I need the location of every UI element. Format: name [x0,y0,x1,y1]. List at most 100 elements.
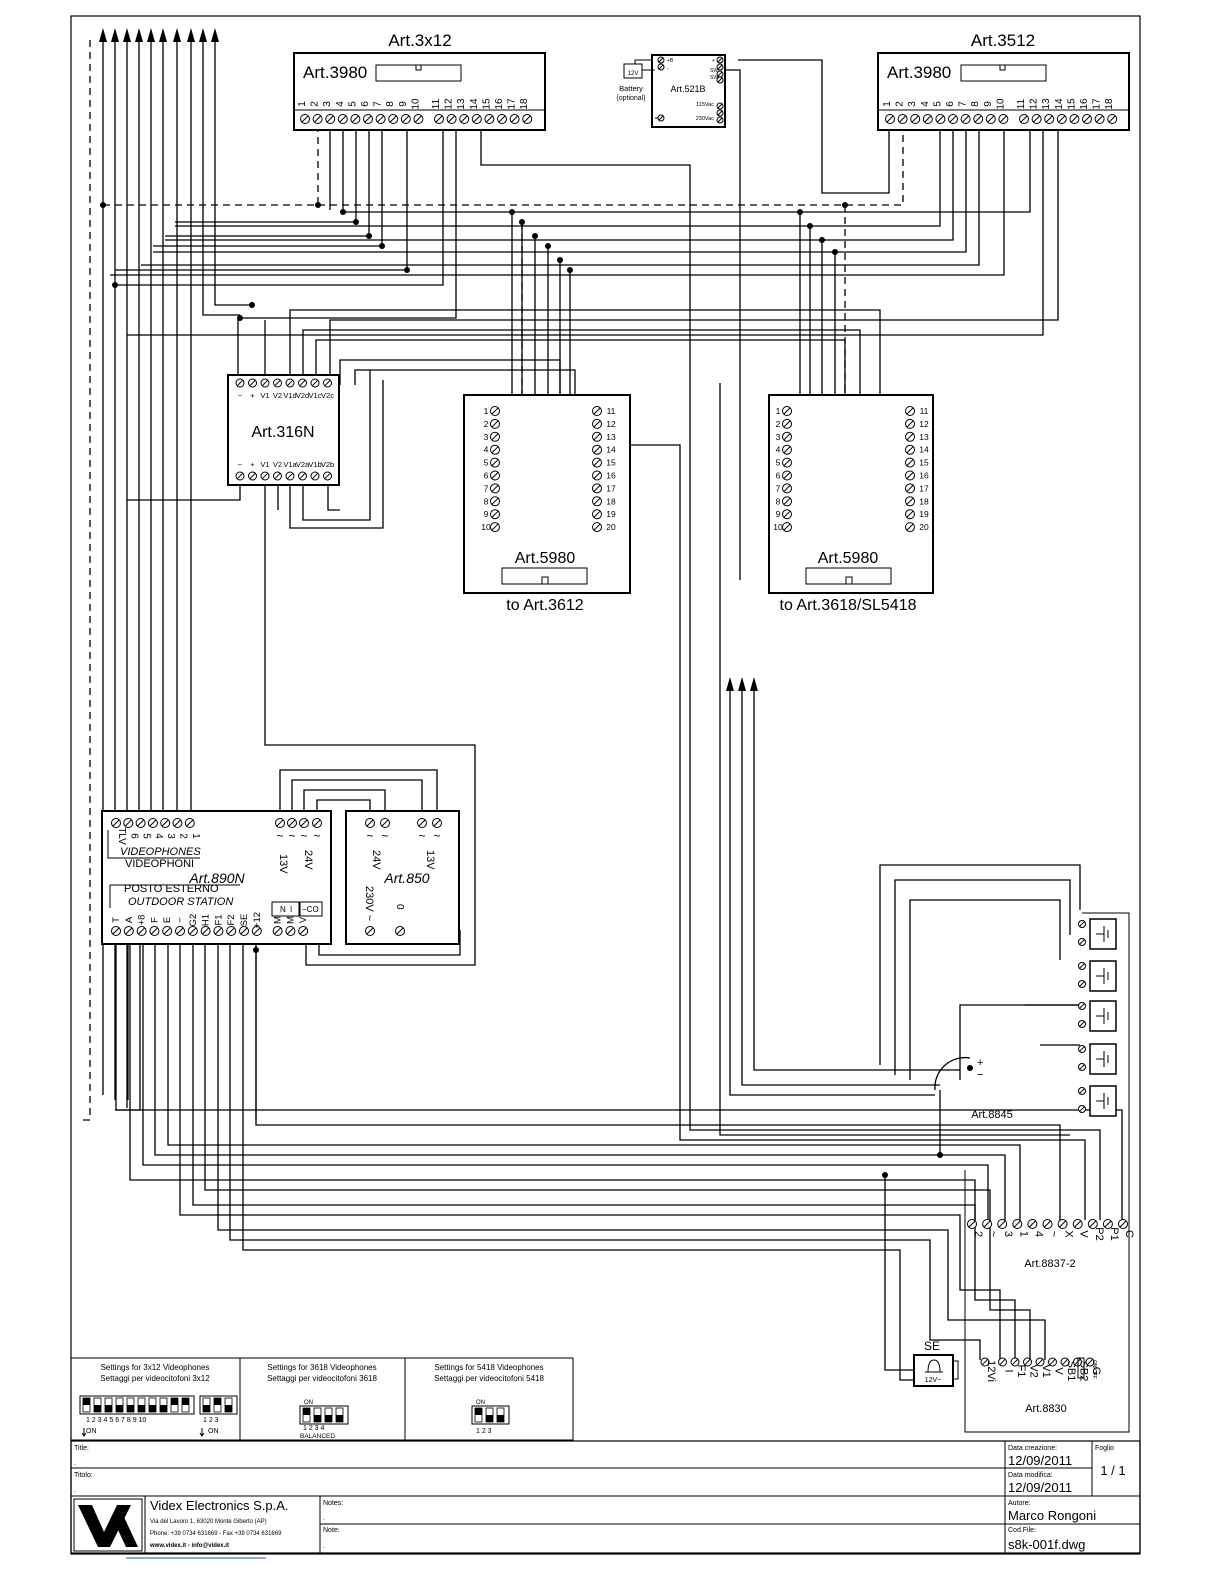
tb-right-terminal-5 [935,114,946,124]
psu-right-terminal-6 [716,109,724,117]
tb-right-num-18: 18 [1104,98,1115,110]
station-24v: 24V [302,850,314,870]
company-web: www.videx.it - info@videx.it [149,1543,229,1549]
dip-3x12-aux [199,1395,238,1415]
psu-left-terminal-1 [657,56,665,64]
art8845-label: Art.8845 [971,1109,1013,1121]
keypad-terminal-a-5 [1078,1087,1086,1095]
psu-right-terminal-7 [716,116,724,124]
settings-5418-en: Settings for 5418 Videophones [434,1363,543,1372]
tb-right-terminal-15 [1069,114,1080,124]
tb-right-num-6: 6 [945,101,956,107]
if2-right-label-17: 17 [919,483,929,493]
316n-top-label-5: V1d [283,391,296,400]
junctions [100,202,973,1178]
art521b-power-supply: 12V Battery (optional) Art.521B 115Vac 2… [616,54,726,128]
keypad-button-3 [1078,1000,1117,1032]
if2-right-label-18: 18 [919,496,929,506]
psu-zero: 0 [394,904,405,910]
if1-right-terminal-20 [592,522,602,533]
file-name: s8k-001f.dwg [1008,1537,1085,1552]
tb-left-num-13: 13 [456,98,467,110]
riser-arrow-6 [159,28,167,42]
316n-bottom-label-4: V2 [273,460,282,469]
8830-label-1: 12Vi [985,1360,997,1382]
316n-bottom-label-2: + [250,460,255,469]
if1-right-terminal-17 [592,483,602,494]
316n-bottom-label-7: V1b [308,460,321,469]
modified-label: Data modifica: [1008,1472,1053,1479]
art850-mains-terminal-1 [365,926,375,936]
if1-left-label-4: 4 [484,445,489,455]
dip-3618-balanced: BALANCED [300,1433,335,1440]
8830-terminal-4 [1023,1357,1032,1367]
title-label: Title: [74,1445,89,1452]
tb-right-terminal-11 [1019,114,1029,124]
station-vid-label-2: 6 [128,833,139,839]
tb-right-terminal-2 [897,114,908,124]
if2-right-label-19: 19 [919,509,929,519]
tb-right-terminal-16 [1082,114,1092,124]
if1-left-terminal-4 [490,444,500,455]
tb-left-num-2: 2 [310,101,321,107]
art8845-keypad: Art.8845 + − [964,912,1130,1433]
art8845-minus: − [977,1069,983,1081]
power-terminal-minus: - [667,66,669,72]
if2-right-terminal-12 [905,418,915,429]
art5980-2-label: Art.5980 [818,550,879,567]
settings-5418-it: Settaggi per videocitofoni 5418 [434,1374,544,1383]
psu-right-terminal-1 [716,56,724,64]
dip-3x12-on2: ON [208,1428,219,1435]
if1-left-terminal-3 [490,431,500,442]
if1-left-label-7: 7 [484,483,489,493]
tb-left-terminal-14 [471,114,482,124]
if2-left-label-2: 2 [776,419,781,429]
station-bottom-label-12: +12 [252,912,263,928]
if2-right-terminal-20 [905,522,915,533]
if2-right-label-12: 12 [919,419,929,429]
art5980-1-caption: to Art.3612 [506,597,583,614]
station-vid-label-4: 4 [153,833,164,839]
if1-left-terminal-6 [490,470,500,481]
station-bottom-label-6: − [175,917,186,923]
if1-left-terminal-2 [490,418,500,429]
station-bottom-terminal-7 [187,926,198,936]
se-label: SE [924,1339,940,1353]
station-ac-symbol-3: ~ [300,829,307,843]
station-bottom-terminal-13 [272,926,283,936]
316n-bottom-terminal-1 [235,471,245,481]
tb-right-num-8: 8 [970,101,981,107]
if1-left-label-3: 3 [484,432,489,442]
author-label: Autore: [1008,1500,1031,1507]
if2-right-terminal-18 [905,496,915,507]
psu-earth-terminal [657,114,665,122]
dip-5418-numbers: 1 2 3 [476,1428,492,1435]
if2-left-terminal-6 [782,470,792,481]
tb-right-num-7: 7 [958,101,969,107]
tb-left-num-18: 18 [519,98,530,110]
station-ac-terminal-2 [287,818,297,828]
tb-right-terminal-7 [960,114,971,124]
art5980-2-caption: to Art.3618/SL5418 [780,597,917,614]
keypad-button-1 [1078,918,1117,950]
posto-esterno-label: POSTO ESTERNO [124,883,219,895]
316n-bottom-label-6: V2a [296,460,310,469]
8830-label-5: V1 [1040,1364,1052,1377]
8837-label-6: ~ [1048,1231,1060,1237]
if1-right-terminal-18 [592,496,602,507]
if1-right-terminal-14 [592,444,602,455]
settings-3618-en: Settings for 3618 Videophones [267,1363,376,1372]
tb-left-num-14: 14 [469,98,480,110]
created-label: Data creazione: [1008,1445,1057,1452]
dip-3x12-numbers2: 1 2 3 [203,1417,219,1424]
art3980-left-label: Art.3980 [303,63,367,82]
station-13v: 13V [277,854,289,874]
power-230vac: 230Vac [696,116,714,122]
316n-bottom-label-5: V1a [283,460,297,469]
riser-arrow-4 [135,28,143,42]
box-label-n: N [280,905,286,914]
down-arrows [726,677,758,691]
author-name: Marco Rongoni [1008,1508,1096,1523]
tb-left-num-7: 7 [373,101,384,107]
